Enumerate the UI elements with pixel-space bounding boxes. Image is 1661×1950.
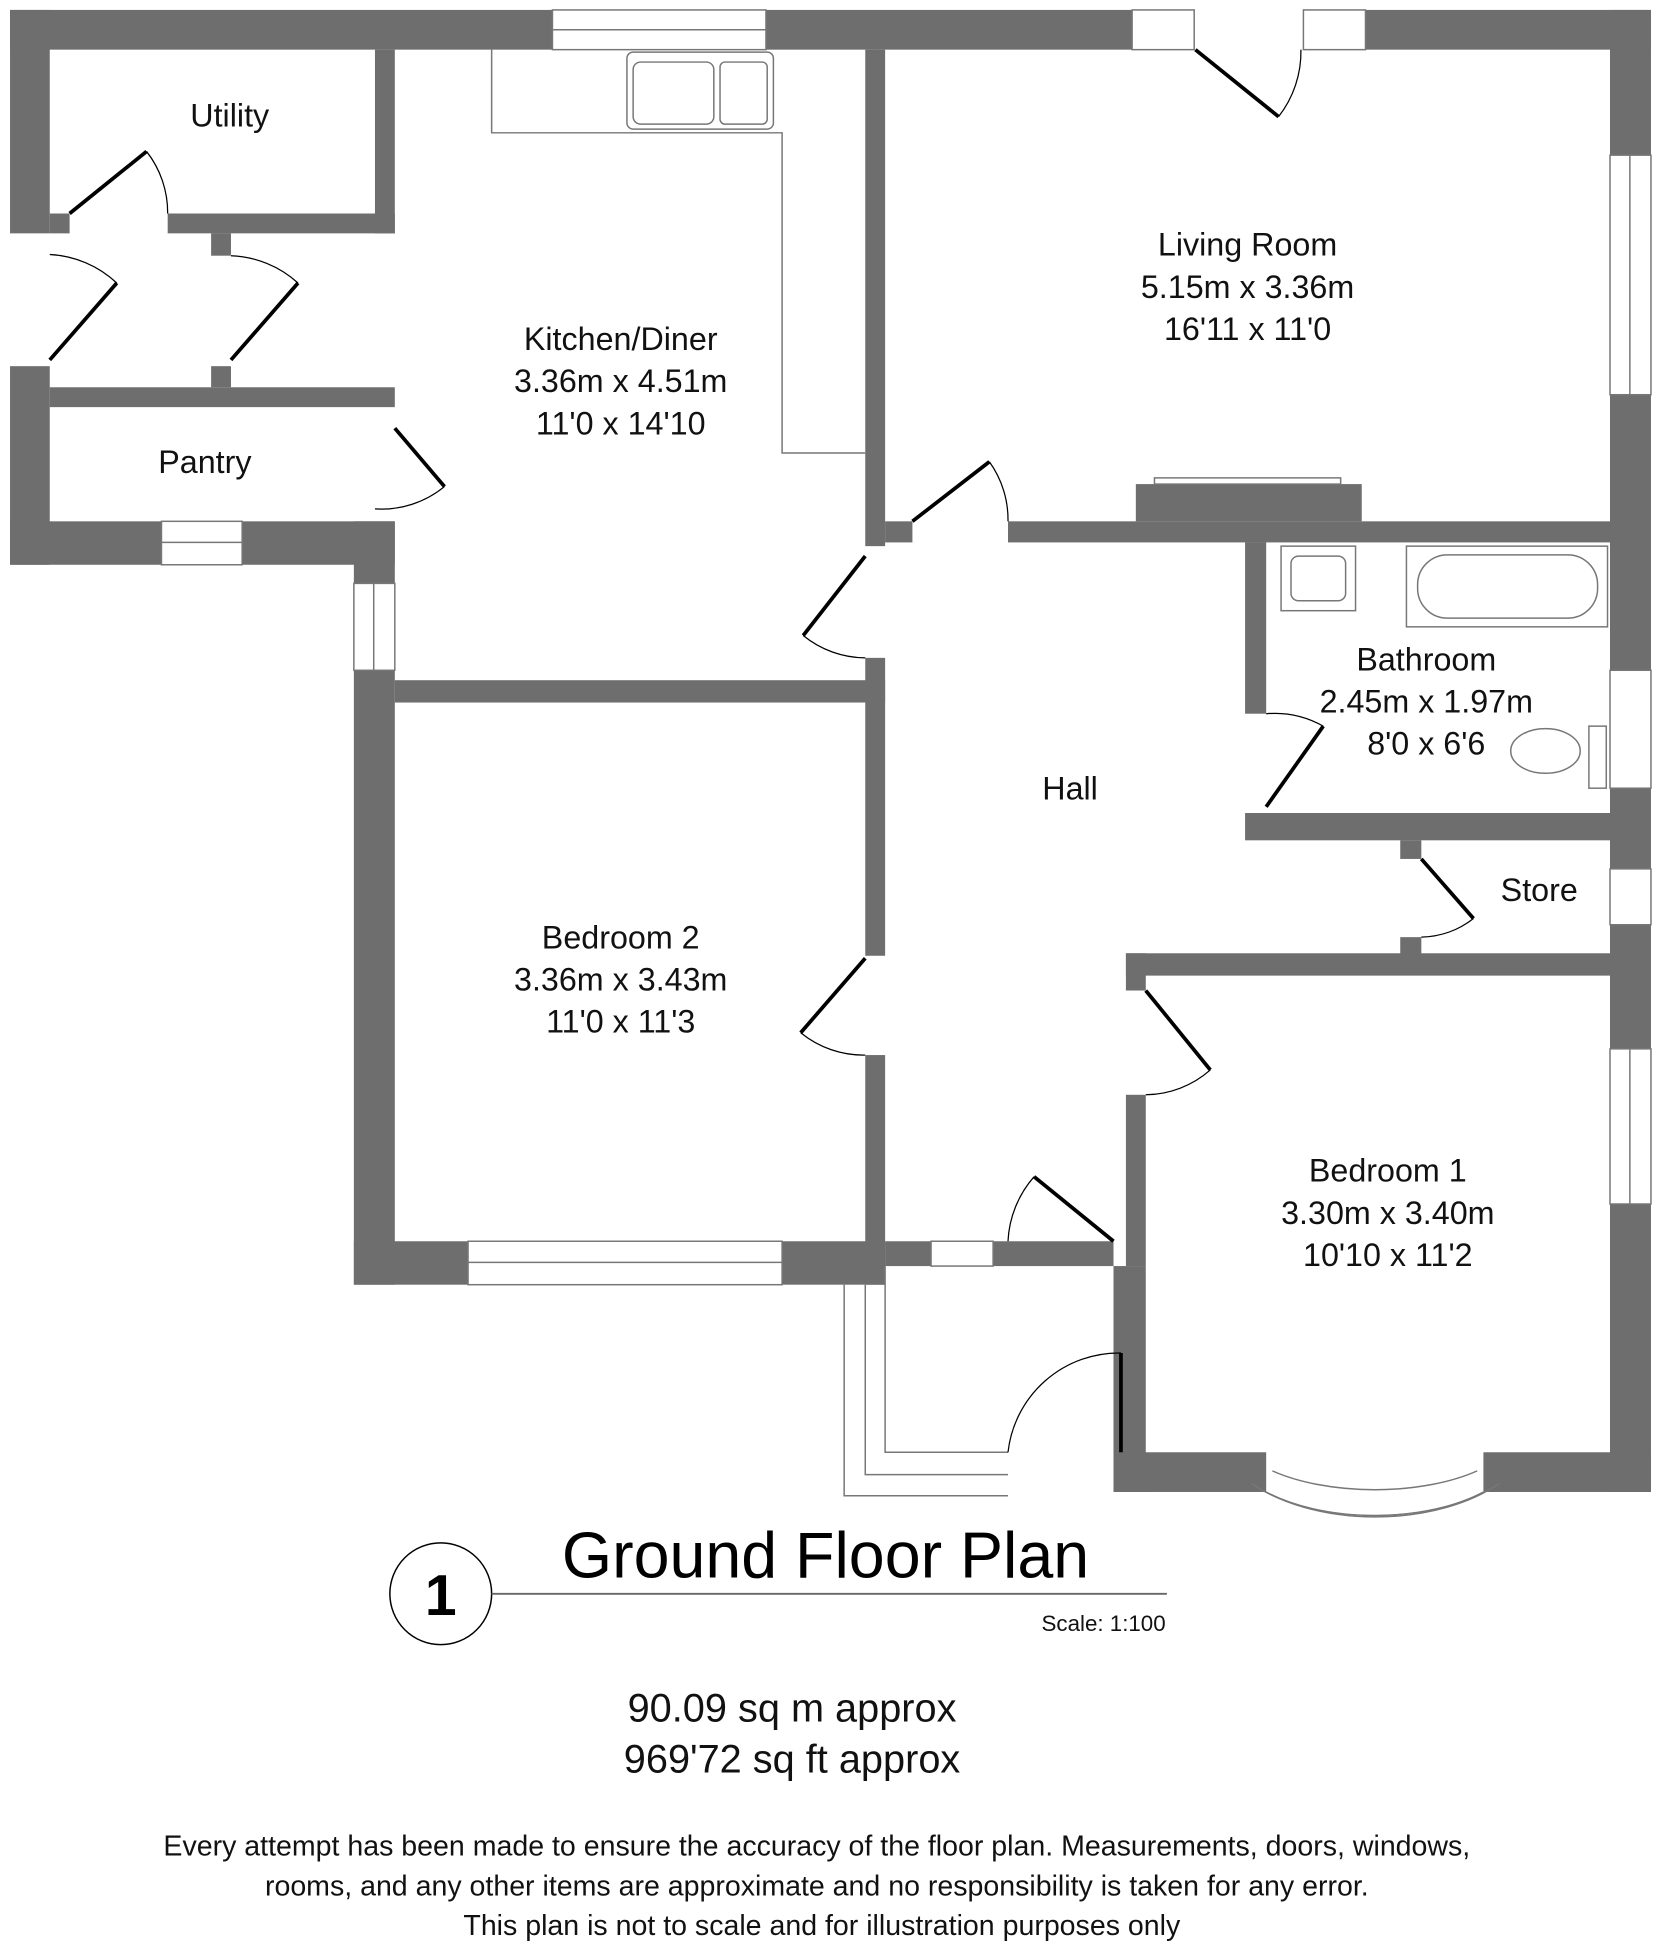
disclaimer-line-2: rooms, and any other items are approxima… bbox=[265, 1870, 1369, 1902]
room-label-bathroom: Bathroom bbox=[1356, 641, 1496, 677]
room-size-living-imperial: 16'11 x 11'0 bbox=[1164, 311, 1331, 347]
room-size-bathroom-metric: 2.45m x 1.97m bbox=[1320, 683, 1533, 719]
doors bbox=[48, 48, 1475, 1453]
room-label-living: Living Room bbox=[1158, 227, 1337, 263]
plan-scale: Scale: 1:100 bbox=[1042, 1611, 1166, 1636]
room-size-living-metric: 5.15m x 3.36m bbox=[1141, 269, 1354, 305]
room-label-bedroom2: Bedroom 2 bbox=[542, 919, 700, 955]
room-size-bedroom1-imperial: 10'10 x 11'2 bbox=[1303, 1237, 1473, 1273]
room-size-bedroom2-imperial: 11'0 x 11'3 bbox=[546, 1004, 695, 1040]
room-label-pantry: Pantry bbox=[158, 444, 252, 480]
room-size-bedroom1-metric: 3.30m x 3.40m bbox=[1281, 1195, 1494, 1231]
plan-title: Ground Floor Plan bbox=[562, 1520, 1089, 1592]
area-metric: 90.09 sq m approx bbox=[628, 1687, 957, 1731]
room-size-kitchen-imperial: 11'0 x 14'10 bbox=[536, 405, 706, 441]
room-label-utility: Utility bbox=[190, 98, 270, 134]
room-size-kitchen-metric: 3.36m x 4.51m bbox=[514, 363, 727, 399]
room-label-store: Store bbox=[1501, 872, 1578, 908]
walls bbox=[10, 9, 1651, 1492]
disclaimer-line-1: Every attempt has been made to ensure th… bbox=[163, 1831, 1470, 1863]
windows-and-fittings bbox=[160, 9, 1652, 1518]
disclaimer-line-3: This plan is not to scale and for illust… bbox=[463, 1910, 1181, 1942]
area-imperial: 969'72 sq ft approx bbox=[624, 1738, 961, 1782]
room-size-bedroom2-metric: 3.36m x 3.43m bbox=[514, 962, 727, 998]
room-label-hall: Hall bbox=[1042, 770, 1098, 806]
plan-number: 1 bbox=[425, 1564, 457, 1628]
room-label-bedroom1: Bedroom 1 bbox=[1309, 1153, 1467, 1189]
room-label-kitchen: Kitchen/Diner bbox=[524, 321, 718, 357]
room-size-bathroom-imperial: 8'0 x 6'6 bbox=[1367, 726, 1485, 762]
